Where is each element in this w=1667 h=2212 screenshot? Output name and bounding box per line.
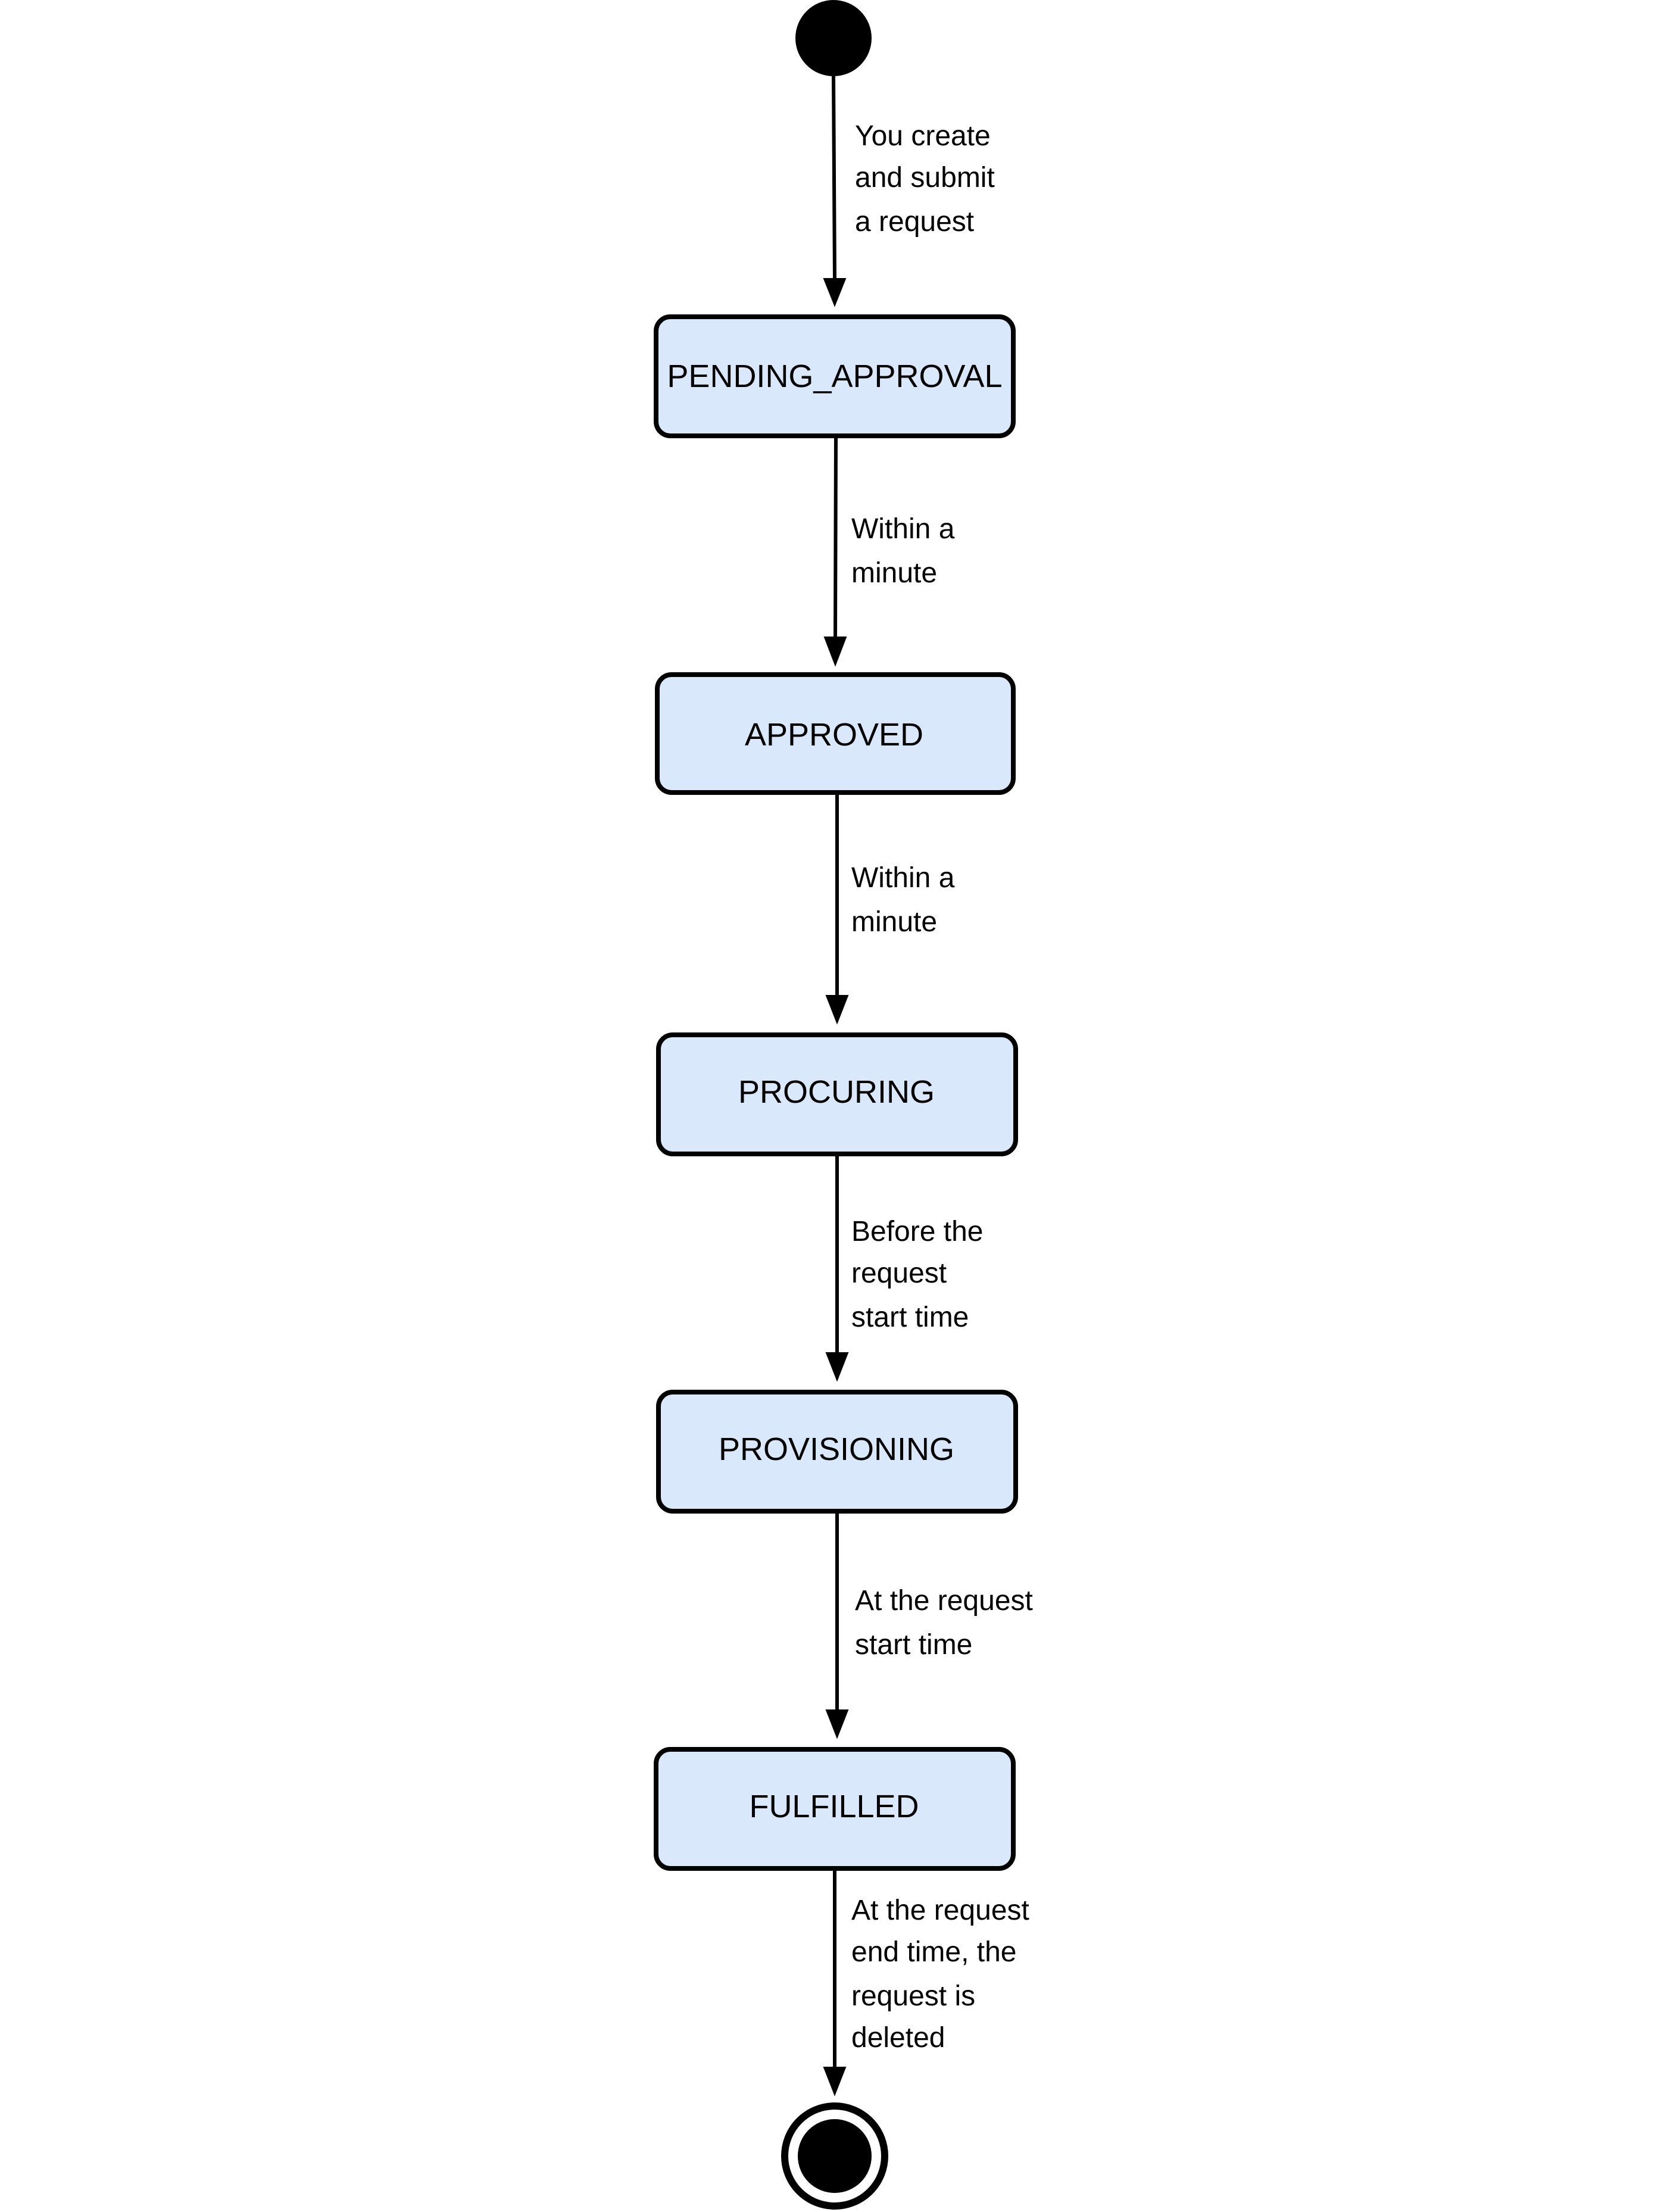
transition-label: At the request start time <box>855 1585 1041 1661</box>
state-fulfilled: FULFILLED <box>654 1747 1016 1871</box>
transition-edge <box>823 1868 847 2096</box>
transition-edge <box>823 76 847 307</box>
transition-label: Within a minute <box>851 513 963 589</box>
state-provisioning: PROVISIONING <box>656 1390 1018 1514</box>
state-label: APPROVED <box>745 717 923 753</box>
arrowhead <box>823 2067 847 2096</box>
transition-edge <box>825 793 849 1025</box>
arrowhead <box>823 278 847 307</box>
final-state-node <box>781 2102 888 2210</box>
transition-label: Before the request start time <box>851 1216 991 1333</box>
state-label: PROVISIONING <box>719 1431 954 1467</box>
transition-label: Within a minute <box>851 862 963 938</box>
transition-edge <box>823 435 847 667</box>
state-label: PENDING_APPROVAL <box>667 358 1002 394</box>
arrowhead <box>825 1709 849 1739</box>
transition-edge <box>825 1511 849 1739</box>
state-procuring: PROCURING <box>656 1032 1018 1156</box>
state-pending-approval: PENDING_APPROVAL <box>654 314 1016 438</box>
initial-state-node <box>795 0 872 76</box>
transition-edge <box>825 1154 849 1382</box>
transition-label: You create and submit a request <box>855 120 1003 238</box>
arrowhead <box>825 995 849 1025</box>
arrowhead <box>825 1352 849 1382</box>
transition-label: At the request end time, the request is … <box>851 1895 1037 2054</box>
state-approved: APPROVED <box>655 672 1016 795</box>
arrowhead <box>823 637 847 667</box>
state-label: FULFILLED <box>749 1789 919 1824</box>
state-label: PROCURING <box>738 1074 935 1110</box>
